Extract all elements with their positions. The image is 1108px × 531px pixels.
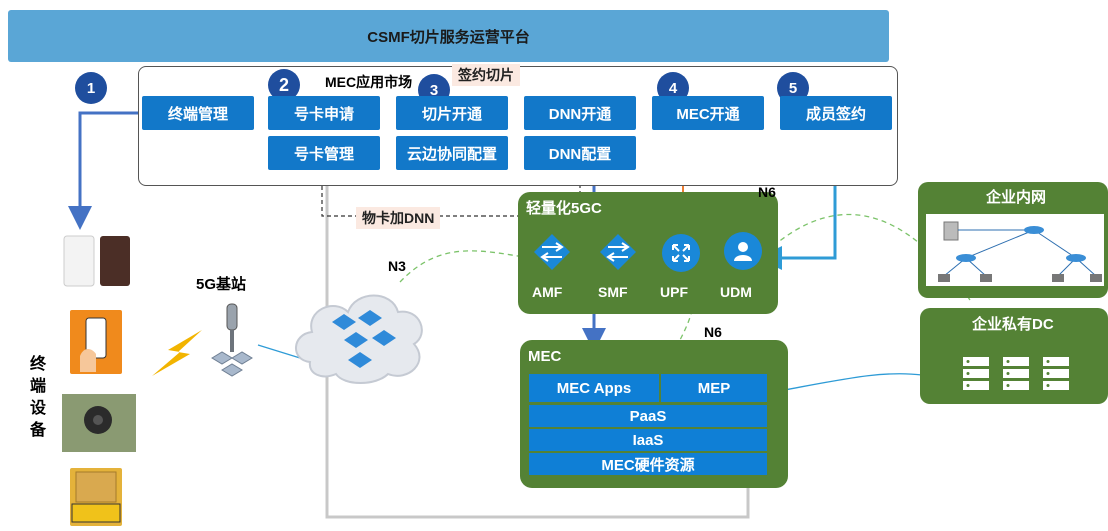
- mec-app-market-title: MEC应用市场: [325, 74, 413, 90]
- cpe-device-image: [60, 230, 136, 290]
- mec-title: MEC: [528, 348, 562, 365]
- paas-layer: PaaS: [529, 405, 767, 427]
- udm-icon: [724, 232, 762, 270]
- intranet-topology-image: [926, 214, 1104, 286]
- sign-slice-label: 签约切片: [452, 64, 520, 86]
- enterprise-private-dc-title: 企业私有DC: [972, 316, 1054, 333]
- member-sign-button[interactable]: 成员签约: [780, 96, 892, 130]
- platform-title: CSMF切片服务运营平台: [367, 28, 530, 46]
- dnn-open-button[interactable]: DNN开通: [524, 96, 636, 130]
- enterprise-intranet-title: 企业内网: [986, 189, 1047, 206]
- step-1-badge: 1: [75, 72, 107, 104]
- server-icon-3: [1042, 356, 1070, 392]
- transport-network-cloud: [288, 282, 430, 386]
- terminal-char-2: 端: [30, 378, 47, 395]
- terminal-management-button[interactable]: 终端管理: [142, 96, 254, 130]
- upf-icon: [662, 234, 700, 272]
- base-station-icon: [206, 300, 258, 382]
- cloud-edge-config-button[interactable]: 云边协同配置: [396, 136, 508, 170]
- amf-icon: [532, 232, 572, 272]
- smf-label: SMF: [598, 284, 628, 300]
- mec-hardware-layer: MEC硬件资源: [529, 453, 767, 475]
- n6-label-mid: N6: [704, 324, 722, 340]
- platform-title-bar: CSMF切片服务运营平台: [8, 10, 889, 62]
- terminal-char-3: 设: [30, 400, 47, 417]
- mec-open-button[interactable]: MEC开通: [652, 96, 764, 130]
- mep-layer: MEP: [661, 374, 767, 402]
- camera-device-image: [62, 394, 136, 452]
- wireless-signal-icon: [150, 328, 206, 378]
- iaas-layer: IaaS: [529, 429, 767, 451]
- card-management-button[interactable]: 号卡管理: [268, 136, 380, 170]
- n3-label: N3: [388, 258, 406, 274]
- server-icon-1: [962, 356, 990, 392]
- base-station-label: 5G基站: [196, 276, 247, 293]
- step-2-badge: 2: [268, 69, 300, 101]
- slice-open-button[interactable]: 切片开通: [396, 96, 508, 130]
- terminal-devices-label: 终 端 设 备: [30, 354, 50, 442]
- lightweight-5gc-title: 轻量化5GC: [526, 200, 602, 217]
- smf-icon: [598, 232, 638, 272]
- udm-label: UDM: [720, 284, 752, 300]
- upf-label: UPF: [660, 284, 688, 300]
- amf-label: AMF: [532, 284, 563, 300]
- terminal-char-1: 终: [30, 356, 47, 373]
- terminal-char-4: 备: [30, 422, 47, 439]
- card-dnn-label: 物卡加DNN: [356, 207, 441, 229]
- smartphone-image: [70, 310, 122, 374]
- mec-apps-layer: MEC Apps: [529, 374, 659, 402]
- server-icon-2: [1002, 356, 1030, 392]
- n6-label-top: N6: [758, 184, 776, 200]
- agv-device-image: [70, 468, 122, 526]
- card-apply-button[interactable]: 号卡申请: [268, 96, 380, 130]
- dnn-config-button[interactable]: DNN配置: [524, 136, 636, 170]
